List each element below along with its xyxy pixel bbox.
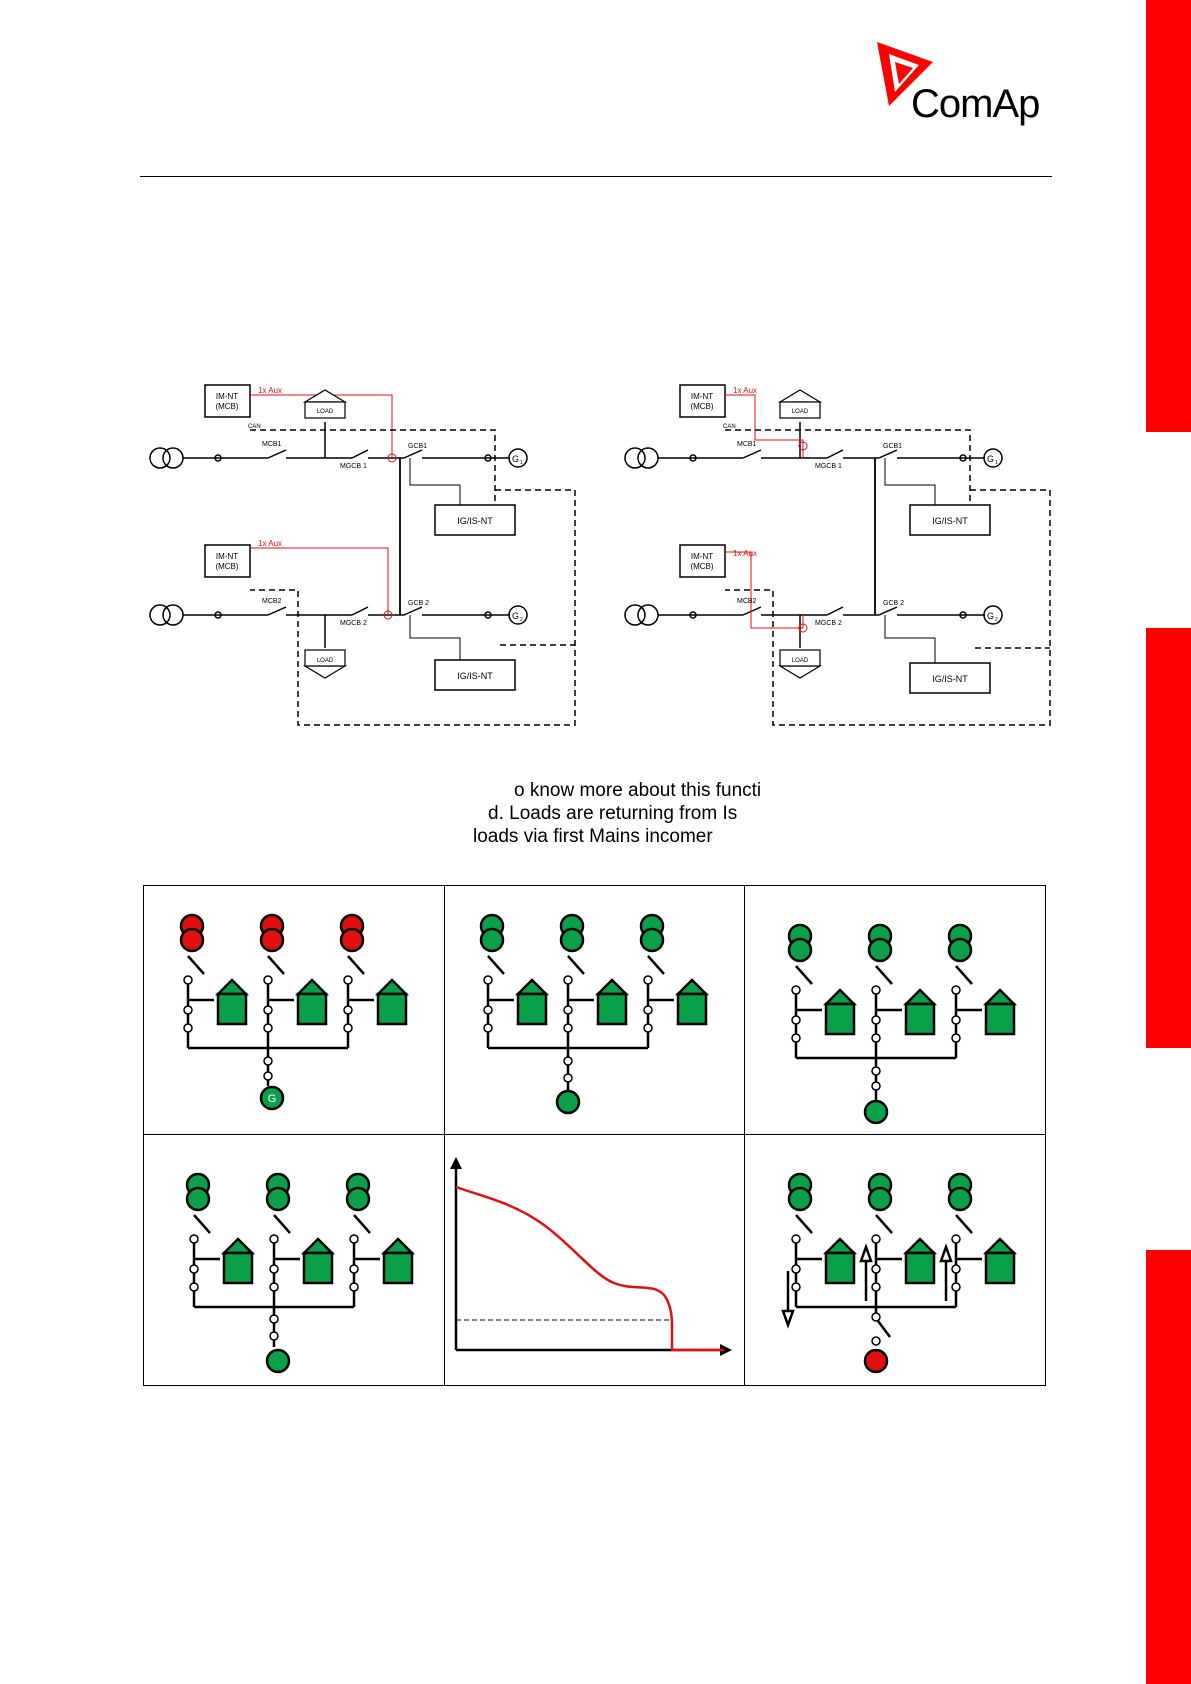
load-label-1: LOAD: [792, 409, 809, 415]
panel-2: [479, 913, 706, 1115]
gen-label-panel-1: G: [268, 1093, 277, 1105]
gen-label-2: G: [987, 611, 994, 621]
gen-sub-1: 1: [520, 460, 523, 466]
mgcb-label-1: MGCB 1: [815, 463, 842, 470]
aux-label-2: 1x Aux: [733, 549, 757, 558]
gen-label-1: G: [987, 454, 994, 464]
scenario-grid: G: [143, 885, 1046, 1386]
gen-sub-2: 2: [520, 617, 523, 623]
im-sub-2: (MCB): [215, 562, 238, 571]
mgcb-label-2: MGCB 2: [340, 620, 367, 627]
im-label-1: IM-NT: [691, 392, 713, 401]
mgcb-label-2: MGCB 2: [815, 620, 842, 627]
panel-4: [185, 1172, 412, 1374]
grid-divider-v2: [744, 886, 745, 1385]
panel-5-curve: [450, 1157, 732, 1356]
load-label-1: LOAD: [317, 409, 334, 415]
gcb-label-1: GCB1: [883, 443, 902, 450]
logo-mark-icon: [877, 42, 933, 106]
gcb-label-1: GCB1: [408, 443, 427, 450]
ig-label-2: IG/IS-NT: [932, 674, 968, 684]
panel-3: [787, 923, 1014, 1125]
side-tab-middle: [1146, 628, 1191, 1048]
mcb-label-1: MCB1: [737, 441, 757, 448]
header-rule: [140, 176, 1052, 177]
mcb-label-1: MCB1: [262, 441, 282, 448]
im-label-1: IM-NT: [216, 392, 238, 401]
im-sub-2: (MCB): [690, 562, 713, 571]
panel-6: [781, 1172, 1014, 1374]
side-tab-top: [1146, 0, 1191, 432]
comap-logo: ComAp: [875, 40, 1055, 130]
text-line-1: o know more about this functi: [514, 780, 762, 801]
gen-sub-1: 1: [995, 460, 998, 466]
aux-label-1: 1x Aux: [258, 386, 282, 395]
load-label-2: LOAD: [317, 658, 334, 664]
ig-label-1: IG/IS-NT: [457, 516, 493, 526]
arrow-up-icon: [859, 1243, 873, 1301]
ig-label-1: IG/IS-NT: [932, 516, 968, 526]
ig-label-2: IG/IS-NT: [457, 671, 493, 681]
can-label-1: CAN: [248, 424, 261, 430]
gen-label-2: G: [512, 611, 519, 621]
mcb-label-2: MCB2: [262, 598, 282, 605]
diagram-left: IM-NT (MCB) IM-NT (MCB) 1x Aux 1x Aux CA…: [149, 384, 576, 726]
arrow-down-icon: [781, 1271, 795, 1329]
mgcb-label-1: MGCB 1: [340, 463, 367, 470]
can-label-1: CAN: [723, 424, 736, 430]
diagram-right: IM-NT (MCB) IM-NT (MCB) 1x Aux 1x Aux CA…: [624, 384, 1051, 726]
scenario-panels: G: [179, 913, 1045, 1374]
text-line-2: d. Loads are returning from Is: [488, 803, 738, 824]
load-curve: [455, 1185, 724, 1352]
gen-sub-2: 2: [995, 617, 998, 623]
gcb-label-2: GCB 2: [883, 600, 904, 607]
gcb-label-2: GCB 2: [408, 600, 429, 607]
gen-label-1: G: [512, 454, 519, 464]
im-sub-1: (MCB): [690, 402, 713, 411]
load-label-2: LOAD: [792, 658, 809, 664]
text-line-3: loads via first Mains incomer: [473, 826, 713, 847]
arrow-up-icon: [939, 1243, 953, 1301]
mcb-label-2: MCB2: [737, 598, 757, 605]
im-label-2: IM-NT: [691, 552, 713, 561]
aux-label-2: 1x Aux: [258, 539, 282, 548]
grid-divider-h: [144, 1134, 1045, 1135]
panel-1: G: [179, 913, 406, 1111]
aux-label-1: 1x Aux: [733, 386, 757, 395]
im-label-2: IM-NT: [216, 552, 238, 561]
im-sub-1: (MCB): [215, 402, 238, 411]
grid-divider-v1: [444, 886, 445, 1385]
side-tab-bottom: [1146, 1250, 1191, 1684]
logo-text: ComAp: [911, 82, 1040, 126]
